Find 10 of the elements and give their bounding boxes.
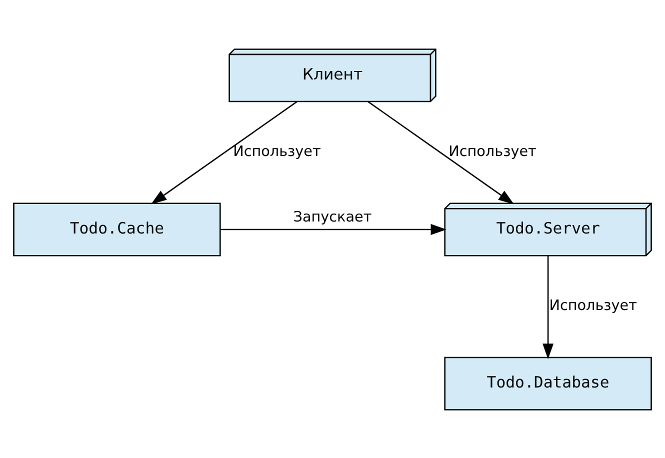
edge-label: Запускает xyxy=(293,208,372,225)
arrow xyxy=(151,100,298,204)
node-box: Todo.Database xyxy=(444,356,652,410)
edge-label: Использует xyxy=(549,298,638,314)
arrow xyxy=(368,100,514,204)
edge-label: Использует xyxy=(233,144,321,160)
arrow xyxy=(220,224,446,234)
arrow xyxy=(542,255,554,359)
edge-label: Использует xyxy=(448,144,536,160)
node-box: Todo.Cache xyxy=(13,202,221,256)
